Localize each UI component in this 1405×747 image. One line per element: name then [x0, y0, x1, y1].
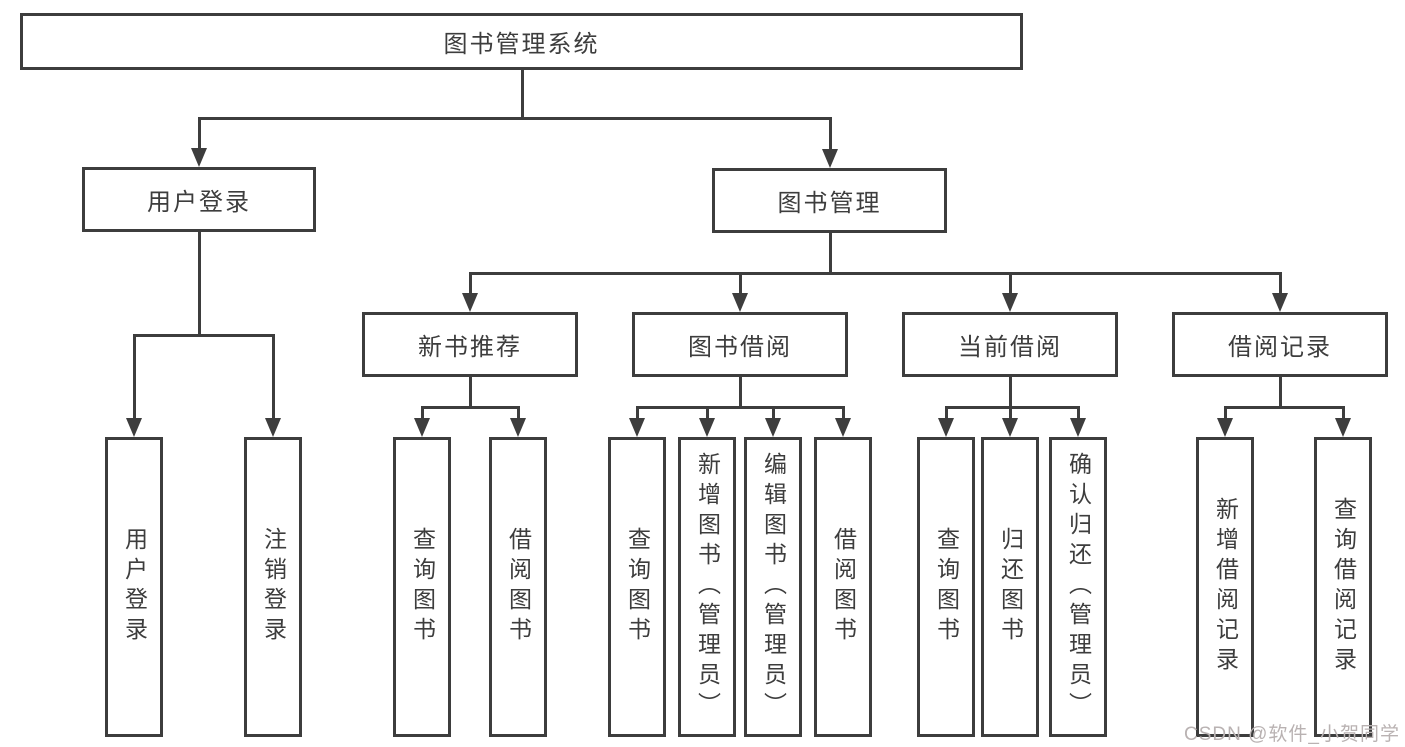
node-leaf-add-book-admin: 新增图书（管理员）: [678, 437, 736, 737]
arrow-down-icon: [938, 418, 954, 437]
arrow-down-icon: [462, 293, 478, 312]
node-book-borrowing: 图书借阅: [632, 312, 848, 377]
edge-bar: [468, 271, 1282, 275]
arrow-down-icon: [1070, 418, 1086, 437]
edge-arrow-shaft: [738, 273, 742, 297]
node-leaf-confirm-return-admin: 确认归还（管理员）: [1049, 437, 1107, 737]
edge-arrow-shaft: [420, 407, 424, 422]
arrow-down-icon: [191, 148, 207, 167]
node-label: 查询图书: [933, 527, 960, 647]
csdn-watermark: CSDN @软件_小贺同学: [1184, 724, 1400, 745]
node-label: 确认归还（管理员）: [1065, 452, 1092, 722]
node-leaf-query-borrow-record: 查询借阅记录: [1314, 437, 1372, 737]
node-new-book-recommend: 新书推荐: [362, 312, 578, 377]
arrow-down-icon: [822, 149, 838, 168]
edge-arrow-shaft: [828, 118, 832, 153]
edge-arrow-shaft: [841, 407, 845, 422]
node-borrowing-records: 借阅记录: [1172, 312, 1388, 377]
edge-arrow-shaft: [197, 118, 201, 152]
node-label: 用户登录: [147, 189, 251, 216]
edge-arrow-shaft: [132, 335, 136, 422]
node-label: 借阅图书: [830, 527, 857, 647]
edge-bar: [420, 405, 520, 409]
edge-arrow-shaft: [1278, 273, 1282, 297]
node-label: 用户登录: [121, 527, 148, 647]
edge-stem: [520, 70, 524, 120]
node-label: 当前借阅: [958, 334, 1062, 361]
arrow-down-icon: [126, 418, 142, 437]
arrow-down-icon: [265, 418, 281, 437]
arrow-down-icon: [1217, 418, 1233, 437]
edge-bar: [944, 405, 1080, 409]
node-label: 归还图书: [997, 527, 1024, 647]
node-leaf-edit-book-admin: 编辑图书（管理员）: [744, 437, 802, 737]
edge-bar: [1223, 405, 1345, 409]
edge-arrow-shaft: [705, 407, 709, 422]
node-label: 新增图书（管理员）: [694, 452, 721, 722]
arrow-down-icon: [1002, 418, 1018, 437]
edge-arrow-shaft: [1008, 407, 1012, 422]
node-system-root: 图书管理系统: [20, 13, 1023, 70]
node-leaf-return-book: 归还图书: [981, 437, 1039, 737]
arrow-down-icon: [414, 418, 430, 437]
edge-arrow-shaft: [271, 335, 275, 422]
node-leaf-borrow-book-rec: 借阅图书: [489, 437, 547, 737]
node-label: 图书管理系统: [443, 31, 600, 58]
arrow-down-icon: [835, 418, 851, 437]
node-leaf-query-book-borrow: 查询图书: [608, 437, 666, 737]
edge-stem: [197, 232, 201, 337]
edge-arrow-shaft: [944, 407, 948, 422]
edge-arrow-shaft: [635, 407, 639, 422]
node-current-borrowing: 当前借阅: [902, 312, 1118, 377]
edge-stem: [738, 377, 742, 409]
node-leaf-query-book-rec: 查询图书: [393, 437, 451, 737]
edge-arrow-shaft: [516, 407, 520, 422]
node-label: 编辑图书（管理员）: [760, 452, 787, 722]
arrow-down-icon: [732, 293, 748, 312]
edge-bar: [197, 116, 832, 120]
node-user-login: 用户登录: [82, 167, 316, 232]
edge-arrow-shaft: [1008, 273, 1012, 297]
edge-arrow-shaft: [1223, 407, 1227, 422]
edge-stem: [1278, 377, 1282, 409]
edge-bar: [132, 333, 275, 337]
arrow-down-icon: [1335, 418, 1351, 437]
arrow-down-icon: [1002, 293, 1018, 312]
edge-arrow-shaft: [1076, 407, 1080, 422]
arrow-down-icon: [629, 418, 645, 437]
node-label: 借阅记录: [1228, 334, 1332, 361]
node-label: 新增借阅记录: [1212, 497, 1239, 677]
edge-arrow-shaft: [1341, 407, 1345, 422]
edge-arrow-shaft: [771, 407, 775, 422]
node-leaf-logout: 注销登录: [244, 437, 302, 737]
edge-arrow-shaft: [468, 273, 472, 297]
node-label: 借阅图书: [505, 527, 532, 647]
node-leaf-user-login: 用户登录: [105, 437, 163, 737]
node-label: 查询借阅记录: [1330, 497, 1357, 677]
node-leaf-borrow-book: 借阅图书: [814, 437, 872, 737]
node-label: 注销登录: [260, 527, 287, 647]
node-leaf-add-borrow-record: 新增借阅记录: [1196, 437, 1254, 737]
node-label: 查询图书: [409, 527, 436, 647]
edge-stem: [1008, 377, 1012, 409]
edge-stem: [468, 377, 472, 409]
arrow-down-icon: [699, 418, 715, 437]
node-label: 图书管理: [777, 190, 882, 217]
arrow-down-icon: [510, 418, 526, 437]
edge-stem: [828, 233, 832, 275]
node-label: 查询图书: [624, 527, 651, 647]
arrow-down-icon: [1272, 293, 1288, 312]
node-label: 图书借阅: [688, 334, 792, 361]
node-book-management: 图书管理: [712, 168, 947, 233]
node-leaf-query-book-current: 查询图书: [917, 437, 975, 737]
arrow-down-icon: [765, 418, 781, 437]
edge-bar: [635, 405, 845, 409]
node-label: 新书推荐: [418, 334, 522, 361]
